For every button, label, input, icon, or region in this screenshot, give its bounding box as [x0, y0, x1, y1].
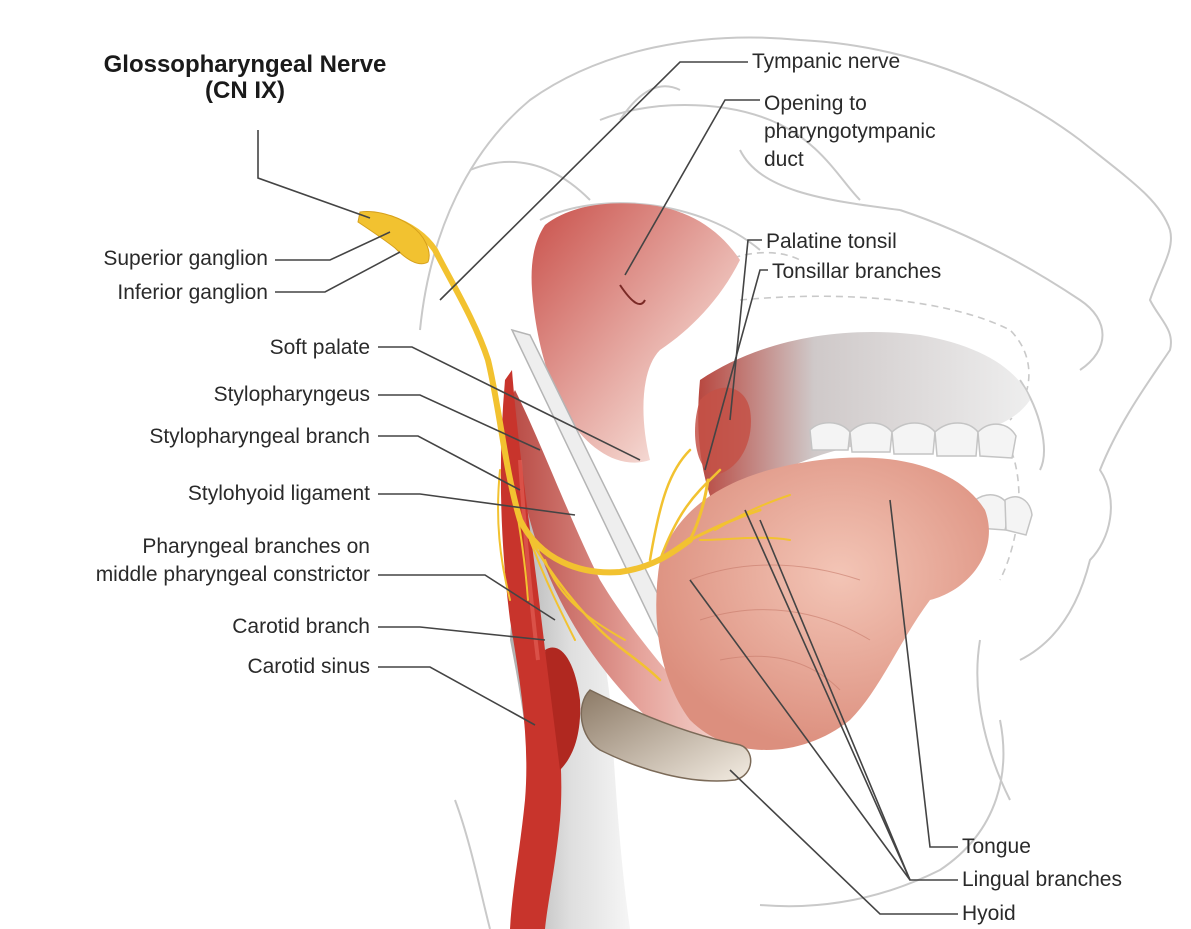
title-line-2: (CN IX)	[60, 78, 430, 104]
label-tympanic-nerve: Tympanic nerve	[752, 50, 900, 74]
title-line-1: Glossopharyngeal Nerve	[60, 52, 430, 78]
label-lingual-branches: Lingual branches	[962, 868, 1122, 892]
label-stylopharyngeus: Stylopharyngeus	[20, 383, 370, 407]
label-superior-ganglion: Superior ganglion	[20, 247, 268, 271]
tongue-shape	[656, 457, 989, 750]
label-carotid-sinus: Carotid sinus	[20, 655, 370, 679]
label-inferior-ganglion: Inferior ganglion	[20, 281, 268, 305]
label-soft-palate: Soft palate	[20, 336, 370, 360]
label-opening-line-3: duct	[764, 148, 804, 172]
label-carotid-branch: Carotid branch	[20, 615, 370, 639]
label-tonsillar-branches: Tonsillar branches	[772, 260, 941, 284]
label-stylopharyngeal-branch: Stylopharyngeal branch	[20, 425, 370, 449]
label-stylohyoid-ligament: Stylohyoid ligament	[20, 482, 370, 506]
label-pharyngeal-line-2: middle pharyngeal constrictor	[10, 563, 370, 587]
label-opening-line-1: Opening to	[764, 92, 867, 116]
label-palatine-tonsil: Palatine tonsil	[766, 230, 897, 254]
diagram-title: Glossopharyngeal Nerve (CN IX)	[60, 52, 430, 104]
label-opening-line-2: pharyngotympanic	[764, 120, 936, 144]
label-tongue: Tongue	[962, 835, 1031, 859]
label-pharyngeal-line-1: Pharyngeal branches on	[10, 535, 370, 559]
label-hyoid: Hyoid	[962, 902, 1016, 926]
